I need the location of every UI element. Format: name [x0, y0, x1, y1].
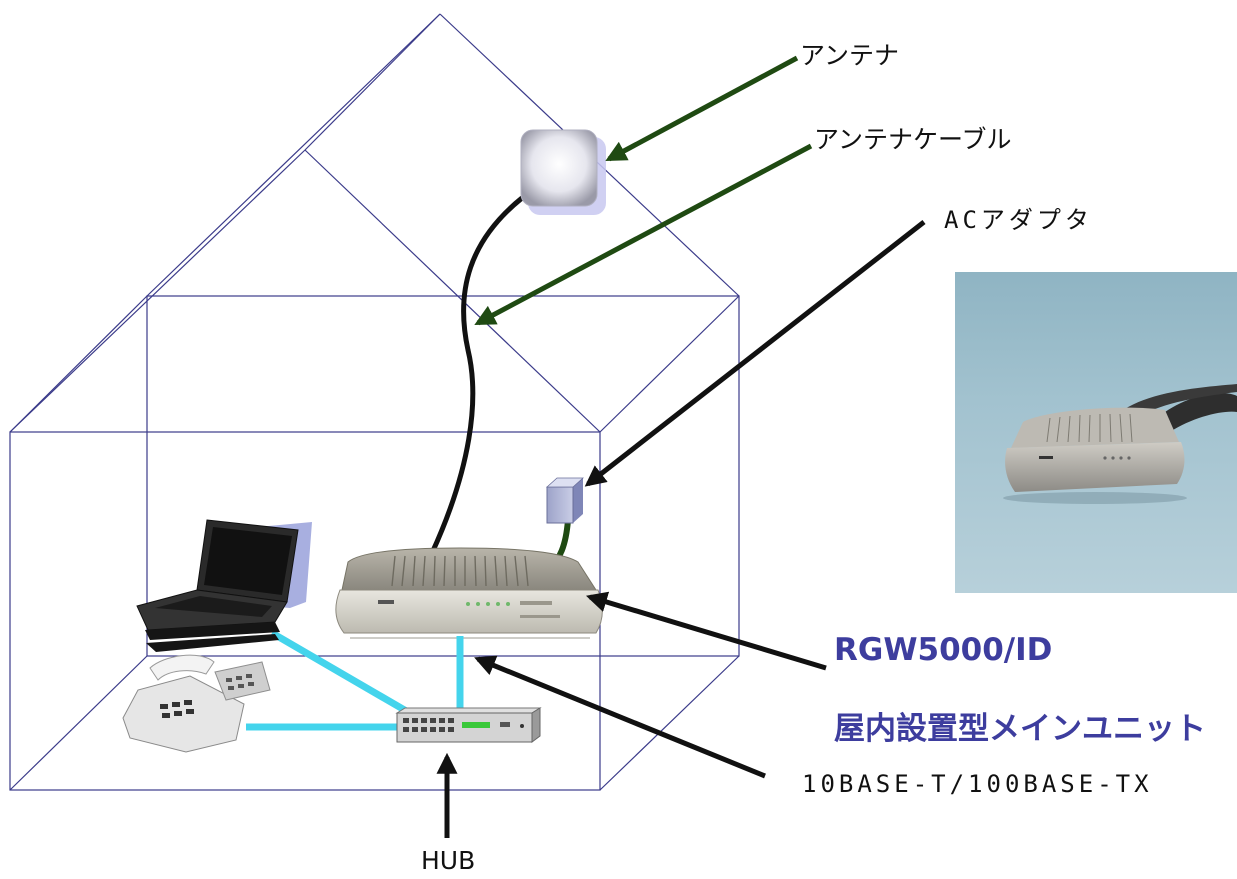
- antenna-cable: [429, 195, 525, 556]
- label-antenna-cable: アンテナケーブル: [814, 125, 1012, 154]
- label-ac-adapter: ACアダプタ: [944, 206, 1093, 234]
- ethernet-cables: [246, 629, 464, 731]
- house-outline: [9, 13, 740, 791]
- ac-adapter-icon: [545, 477, 585, 524]
- telephone-icon: [122, 654, 271, 753]
- label-unit-description: 屋内設置型メインユニット: [834, 711, 1206, 747]
- arrow-antenna-cable: [474, 143, 813, 326]
- label-antenna: アンテナ: [800, 41, 900, 70]
- arrow-ac-adapter: [584, 220, 926, 487]
- arrow-router: [585, 591, 827, 671]
- hub-icon: [395, 707, 542, 743]
- label-ethernet: 10BASE-T/100BASE-TX: [802, 770, 1153, 798]
- antenna-icon: [520, 129, 606, 215]
- product-photo: [955, 272, 1237, 593]
- arrow-ethernet: [474, 655, 766, 779]
- arrow-antenna: [605, 55, 799, 162]
- label-hub: HUB: [421, 846, 476, 875]
- laptop-icon: [136, 519, 312, 652]
- label-model: RGW5000/ID: [834, 632, 1053, 668]
- router-icon: [335, 547, 603, 639]
- callout-arrows: [436, 55, 926, 838]
